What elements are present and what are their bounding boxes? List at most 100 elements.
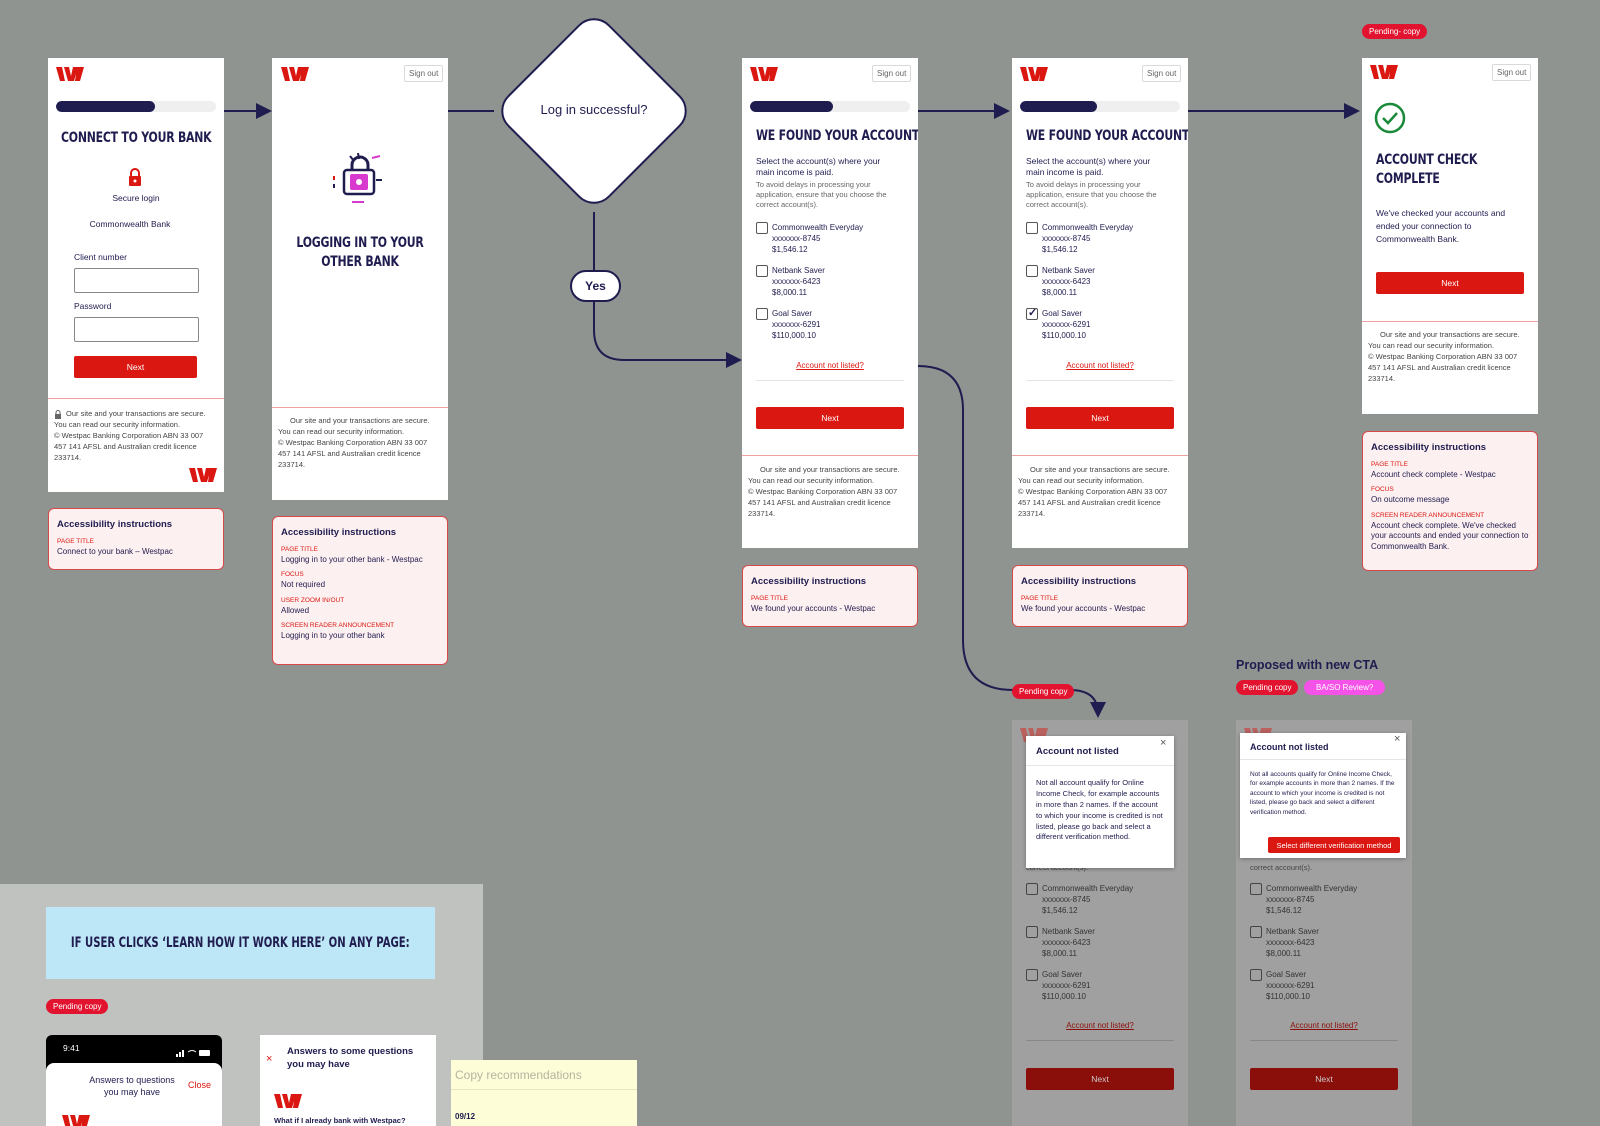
success-check-icon <box>1374 102 1406 134</box>
account-checkbox[interactable] <box>1026 222 1038 234</box>
account-number: xxxxxxx-6423 <box>772 276 821 286</box>
hint-text: To avoid delays in processing your appli… <box>756 180 916 210</box>
account-balance: $110,000.10 <box>1042 330 1086 340</box>
hint-line: application, ensure that you choose the <box>1026 190 1157 200</box>
account-not-listed-link[interactable]: Account not listed? <box>1066 361 1134 370</box>
account-checkbox[interactable] <box>756 222 768 234</box>
next-button[interactable]: Next <box>1026 407 1174 429</box>
close-icon[interactable]: × <box>1160 737 1167 749</box>
learn-banner-text: IF USER CLICKS ‘LEARN HOW IT WORK HERE’ … <box>71 935 410 951</box>
pending-copy-badge: Pending- copy <box>1362 24 1428 39</box>
a11y-value: Account check complete - Westpac <box>1371 470 1496 479</box>
page-title: LOGGING IN TO YOUR OTHER BANK <box>291 234 428 272</box>
footer-line: © Westpac Banking Corporation ABN 33 007 <box>54 430 204 440</box>
hint-line: To avoid delays in processing your <box>756 180 871 189</box>
account-number: xxxxxxx-6291 <box>1266 980 1315 990</box>
decision-question: Log in successful? <box>540 102 648 117</box>
pending-copy-badge: Pending copy <box>1012 684 1075 699</box>
client-number-input[interactable] <box>74 268 199 293</box>
page-title-line: COMPLETE <box>1376 170 1440 187</box>
dialog-divider <box>1026 765 1174 766</box>
a11y-value: Allowed <box>281 605 310 615</box>
account-checkbox-checked[interactable] <box>1026 306 1038 320</box>
account-name: Commonwealth Everyday <box>1042 884 1134 893</box>
outcome-message: We've checked your accounts and ended yo… <box>1376 207 1536 245</box>
footer-line: Our site and your transactions are secur… <box>290 416 430 425</box>
westpac-footer-logo-icon <box>189 468 217 482</box>
footer-line[interactable]: You can read our security information. <box>1018 475 1145 485</box>
note-divider <box>451 1089 637 1090</box>
account-balance: $8,000.11 <box>772 287 807 297</box>
account-not-listed-dialog: Account not listed × Not all account qua… <box>1026 736 1174 868</box>
dialog-title: Account not listed <box>1250 742 1329 752</box>
pending-copy-badge: Pending copy <box>1236 680 1299 695</box>
progress-bar <box>56 101 216 112</box>
footer-line: 457 141 AFSL and Australian credit licen… <box>278 448 421 458</box>
account-not-listed-link[interactable]: Account not listed? <box>796 361 864 370</box>
a11y-card-screen5: Accessibility instructions PAGE TITLE Ac… <box>1362 431 1538 571</box>
a11y-key: PAGE TITLE <box>751 595 788 602</box>
account-balance: $8,000.11 <box>1042 287 1077 297</box>
footer-line[interactable]: You can read our security information. <box>748 475 875 485</box>
copy-recommendations-note: Copy recommendations 09/12 <box>451 1060 637 1126</box>
footer-divider <box>1012 455 1188 456</box>
outcome-line: ended your connection to <box>1376 220 1472 231</box>
faq-panel: × Answers to some questions you may have… <box>260 1035 436 1126</box>
faq-title-line: you may have <box>287 1058 350 1070</box>
screen-found-accounts: Sign out WE FOUND YOUR ACCOUNTS Select t… <box>742 58 918 548</box>
security-footer: Our site and your transactions are secur… <box>1018 465 1184 519</box>
intro-line: main income is paid. <box>1026 167 1104 178</box>
faq-sheet-title: Answers to questions you may have <box>76 1074 188 1098</box>
faq-question[interactable]: What if I already bank with Westpac? <box>274 1116 406 1125</box>
a11y-key: USER ZOOM IN/OUT <box>281 596 345 604</box>
intro-text: Select the account(s) where your main in… <box>1026 156 1186 178</box>
sign-out-button[interactable]: Sign out <box>404 65 444 82</box>
faq-sheet-title-line: you may have <box>103 1087 161 1098</box>
a11y-value: Account check complete. We've checked yo… <box>1371 520 1529 551</box>
next-button[interactable]: Next <box>1376 272 1524 294</box>
footer-line[interactable]: You can read our security information. <box>54 419 181 429</box>
account-number: xxxxxxx-6291 <box>772 319 821 329</box>
page-title: CONNECT TO YOUR BANK <box>61 130 212 146</box>
footer-line: 457 141 AFSL and Australian credit licen… <box>1368 362 1511 372</box>
signal-wifi-battery-icon <box>176 1050 210 1057</box>
dialog-title: Account not listed <box>1036 746 1119 757</box>
footer-line: 233714. <box>748 508 776 518</box>
account-checkbox[interactable] <box>1026 265 1038 277</box>
westpac-logo-icon <box>1370 65 1398 79</box>
review-badge: BA/SO Review? <box>1304 680 1386 695</box>
account-checkbox[interactable] <box>756 265 768 277</box>
content-divider <box>1026 1040 1174 1041</box>
sign-out-button[interactable]: Sign out <box>1142 65 1182 82</box>
progress-fill <box>750 101 834 112</box>
a11y-value: On outcome message <box>1371 495 1450 505</box>
account-number: xxxxxxx-6423 <box>1266 937 1315 947</box>
sign-out-button[interactable]: Sign out <box>1492 64 1532 81</box>
next-button[interactable]: Next <box>74 356 197 378</box>
a11y-key: SCREEN READER ANNOUNCEMENT <box>281 622 395 630</box>
close-icon[interactable]: × <box>266 1053 273 1065</box>
a11y-value: We found your accounts - Westpac <box>751 604 876 613</box>
account-checkbox[interactable] <box>756 308 768 320</box>
password-input[interactable] <box>74 317 199 342</box>
close-button[interactable]: Close <box>188 1080 212 1090</box>
footer-line[interactable]: You can read our security information. <box>1368 340 1495 350</box>
sign-out-button[interactable]: Sign out <box>872 65 912 82</box>
next-button[interactable]: Next <box>756 407 904 429</box>
account-balance: $1,546.12 <box>1266 905 1302 915</box>
footer-line: Our site and your transactions are secur… <box>1380 330 1520 339</box>
intro-line: Select the account(s) where your <box>1026 156 1151 166</box>
westpac-logo-icon <box>750 67 778 81</box>
a11y-value: Logging in to your other bank <box>281 631 385 641</box>
learn-banner: IF USER CLICKS ‘LEARN HOW IT WORK HERE’ … <box>46 907 435 979</box>
close-icon[interactable]: × <box>1394 733 1401 745</box>
select-different-method-button[interactable]: Select different verification method <box>1268 837 1400 853</box>
account-number: xxxxxxx-6423 <box>1042 276 1091 286</box>
westpac-logo-icon <box>56 67 84 81</box>
footer-line[interactable]: You can read our security information. <box>278 426 405 436</box>
account-name: Goal Saver <box>1042 970 1083 979</box>
